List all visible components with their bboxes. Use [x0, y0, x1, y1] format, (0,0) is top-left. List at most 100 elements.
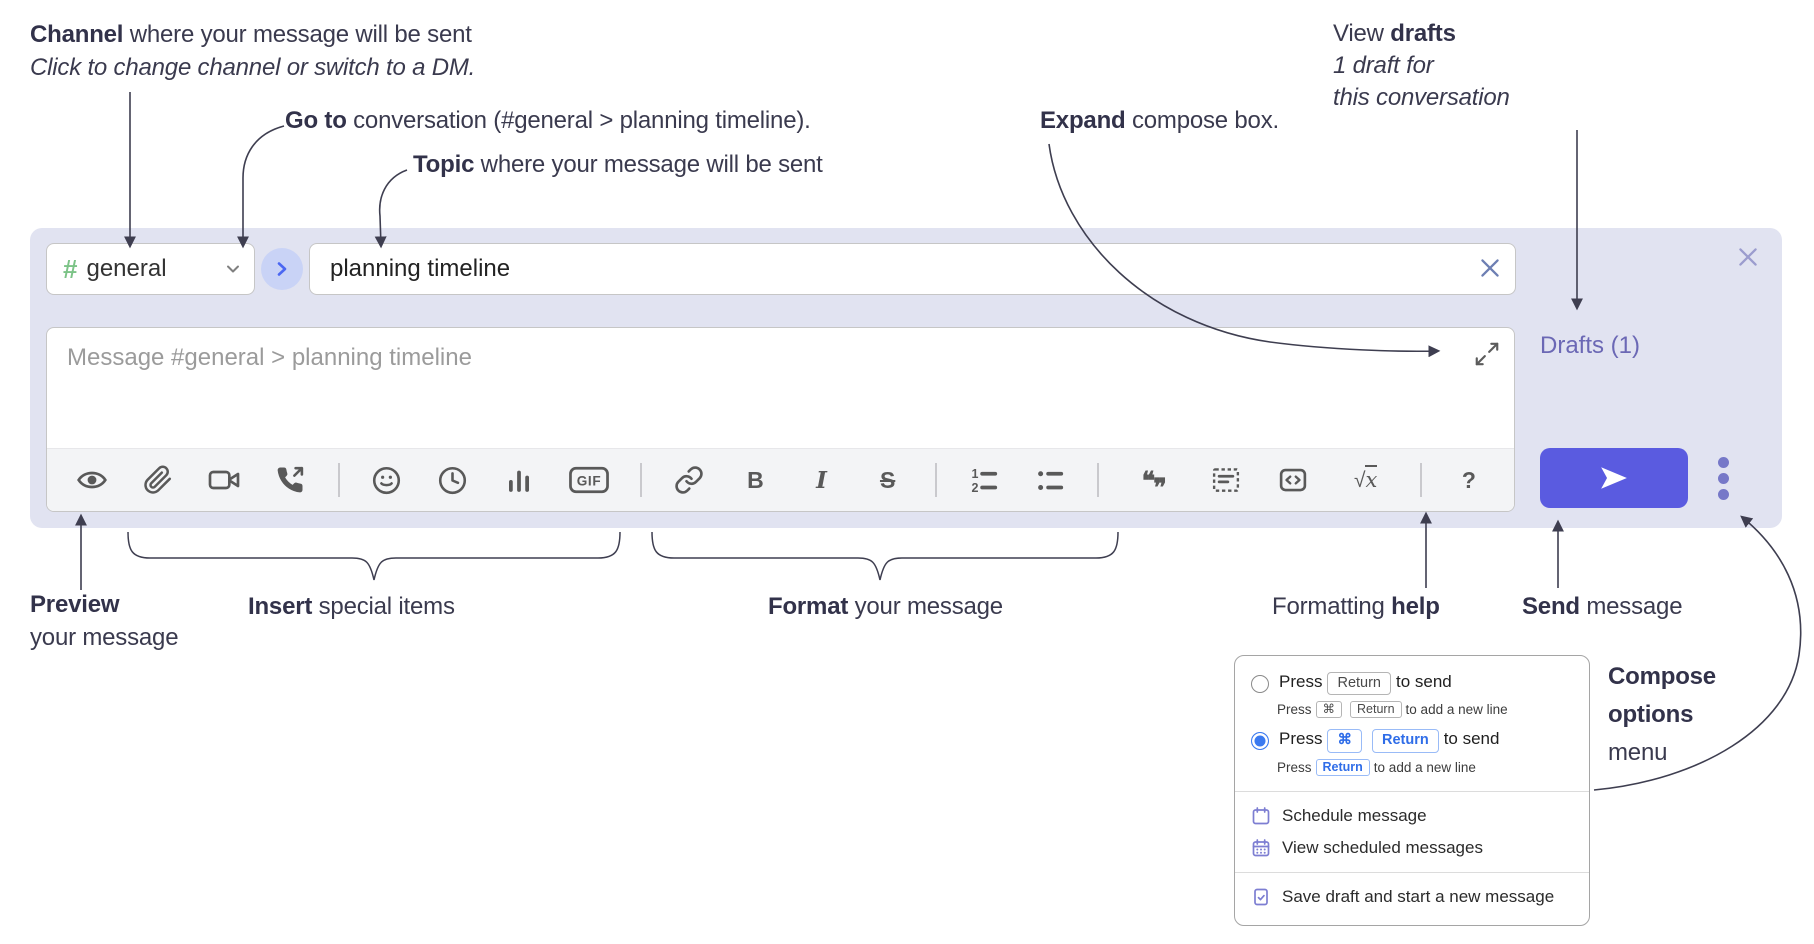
close-icon	[1481, 259, 1499, 277]
message-placeholder: Message #general > planning timeline	[67, 344, 472, 371]
spoiler-button[interactable]	[1207, 461, 1245, 499]
spoiler-icon	[1213, 468, 1240, 492]
close-compose-button[interactable]	[1734, 244, 1762, 272]
toolbar-separator	[934, 463, 937, 497]
smiley-icon	[373, 466, 401, 494]
strikethrough-glyph: S	[879, 466, 896, 493]
eye-icon	[77, 471, 107, 489]
format-brace	[651, 531, 1119, 581]
preview-message-button[interactable]	[73, 461, 111, 499]
gif-icon: GIF	[569, 466, 609, 494]
send-button[interactable]	[1540, 448, 1688, 508]
math-button[interactable]: √x	[1340, 461, 1392, 499]
chevron-down-icon	[227, 265, 239, 273]
add-gif-button[interactable]: GIF	[566, 461, 612, 499]
calendar-days-icon	[1251, 838, 1271, 858]
start-voice-call-button[interactable]	[271, 461, 309, 499]
menu-divider	[1235, 871, 1589, 873]
calendar-icon	[1251, 806, 1271, 826]
menu-divider	[1235, 790, 1589, 792]
send-annotation: Send message	[1522, 593, 1683, 620]
save-draft-item[interactable]: Save draft and start a new message	[1235, 881, 1589, 913]
bar-chart-icon	[508, 470, 529, 492]
attach-file-button[interactable]	[139, 461, 177, 499]
return-key: Return	[1327, 672, 1391, 696]
send-row	[1540, 448, 1733, 508]
code-button[interactable]	[1274, 461, 1312, 499]
insert-brace	[127, 531, 621, 581]
quote-glyph: ❝❞	[1141, 465, 1167, 502]
file-check-icon	[1251, 887, 1271, 907]
expand-compose-button[interactable]	[1472, 340, 1502, 370]
view-scheduled-messages-item[interactable]: View scheduled messages	[1235, 832, 1589, 864]
clear-topic-button[interactable]	[1476, 255, 1504, 283]
radio-selected-icon[interactable]	[1251, 732, 1269, 751]
formatting-help-annotation: Formatting help	[1272, 593, 1440, 620]
bulleted-list-icon	[1038, 471, 1064, 490]
add-emoji-button[interactable]	[368, 461, 406, 499]
toolbar-separator	[1097, 463, 1100, 497]
quote-button[interactable]: ❝❞	[1127, 461, 1179, 502]
menu-item-label: Schedule message	[1282, 805, 1427, 825]
radio-unselected-icon[interactable]	[1251, 674, 1269, 693]
channel-selector[interactable]: # general	[46, 243, 255, 295]
go-to-conversation-button[interactable]	[261, 248, 303, 290]
svg-text:1: 1	[971, 467, 978, 481]
italic-button[interactable]: I	[803, 461, 841, 499]
drafts-annotation-line3: this conversation	[1333, 84, 1510, 111]
code-icon	[1279, 468, 1306, 492]
insert-link-button[interactable]	[670, 461, 708, 499]
topic-input-wrapper	[309, 243, 1516, 295]
add-poll-button[interactable]	[500, 461, 538, 499]
drafts-annotation-line1: View drafts	[1333, 20, 1456, 47]
bold-button[interactable]: B	[736, 461, 774, 499]
compose-options-line1: Compose	[1608, 663, 1716, 690]
bulleted-list-button[interactable]	[1031, 461, 1069, 499]
add-global-time-button[interactable]	[434, 461, 472, 499]
topic-input[interactable]	[309, 243, 1516, 295]
drafts-link[interactable]: Drafts (1)	[1540, 332, 1641, 359]
video-camera-icon	[208, 470, 240, 490]
clock-icon	[439, 466, 467, 494]
channel-name: general	[86, 255, 167, 282]
drafts-annotation: View drafts 1 draft for this conversatio…	[1333, 18, 1510, 114]
message-input[interactable]: Message #general > planning timeline	[47, 328, 1514, 448]
compose-options-menu-button[interactable]	[1714, 453, 1733, 504]
schedule-message-item[interactable]: Schedule message	[1235, 800, 1589, 832]
toolbar-separator	[1419, 463, 1422, 497]
link-icon	[675, 466, 703, 494]
compose-box-panel: # general Message #general > planning ti…	[30, 228, 1782, 528]
menu-item-label: Save draft and start a new message	[1282, 886, 1555, 906]
expand-annotation: Expand compose box.	[1040, 107, 1279, 134]
goto-annotation: Go to conversation (#general > planning …	[285, 107, 811, 134]
strikethrough-button[interactable]: S	[869, 461, 907, 499]
compose-options-line2: options	[1608, 701, 1694, 728]
return-key: Return	[1315, 758, 1370, 776]
send-icon	[1601, 467, 1627, 489]
math-icon: √x	[1354, 464, 1378, 492]
preview-annotation-line1: Preview	[30, 591, 120, 618]
channel-hash-icon: #	[63, 253, 78, 284]
message-compose-area: Message #general > planning timeline	[46, 327, 1515, 512]
compose-top-row: # general	[46, 243, 1516, 295]
start-video-call-button[interactable]	[205, 461, 243, 499]
preview-annotation: Preview your message	[30, 588, 179, 654]
chevron-right-icon	[277, 262, 287, 276]
drafts-annotation-line2: 1 draft for	[1333, 52, 1434, 79]
cmd-key: ⌘	[1327, 729, 1362, 753]
dot	[1718, 456, 1729, 468]
message-formatting-help-button[interactable]: ?	[1450, 461, 1488, 499]
dot	[1718, 472, 1729, 484]
bold-glyph: B	[747, 466, 764, 493]
dot	[1718, 488, 1729, 500]
return-key: Return	[1350, 701, 1402, 719]
svg-text:GIF: GIF	[577, 474, 601, 489]
compose-options-line3: menu	[1608, 739, 1668, 766]
